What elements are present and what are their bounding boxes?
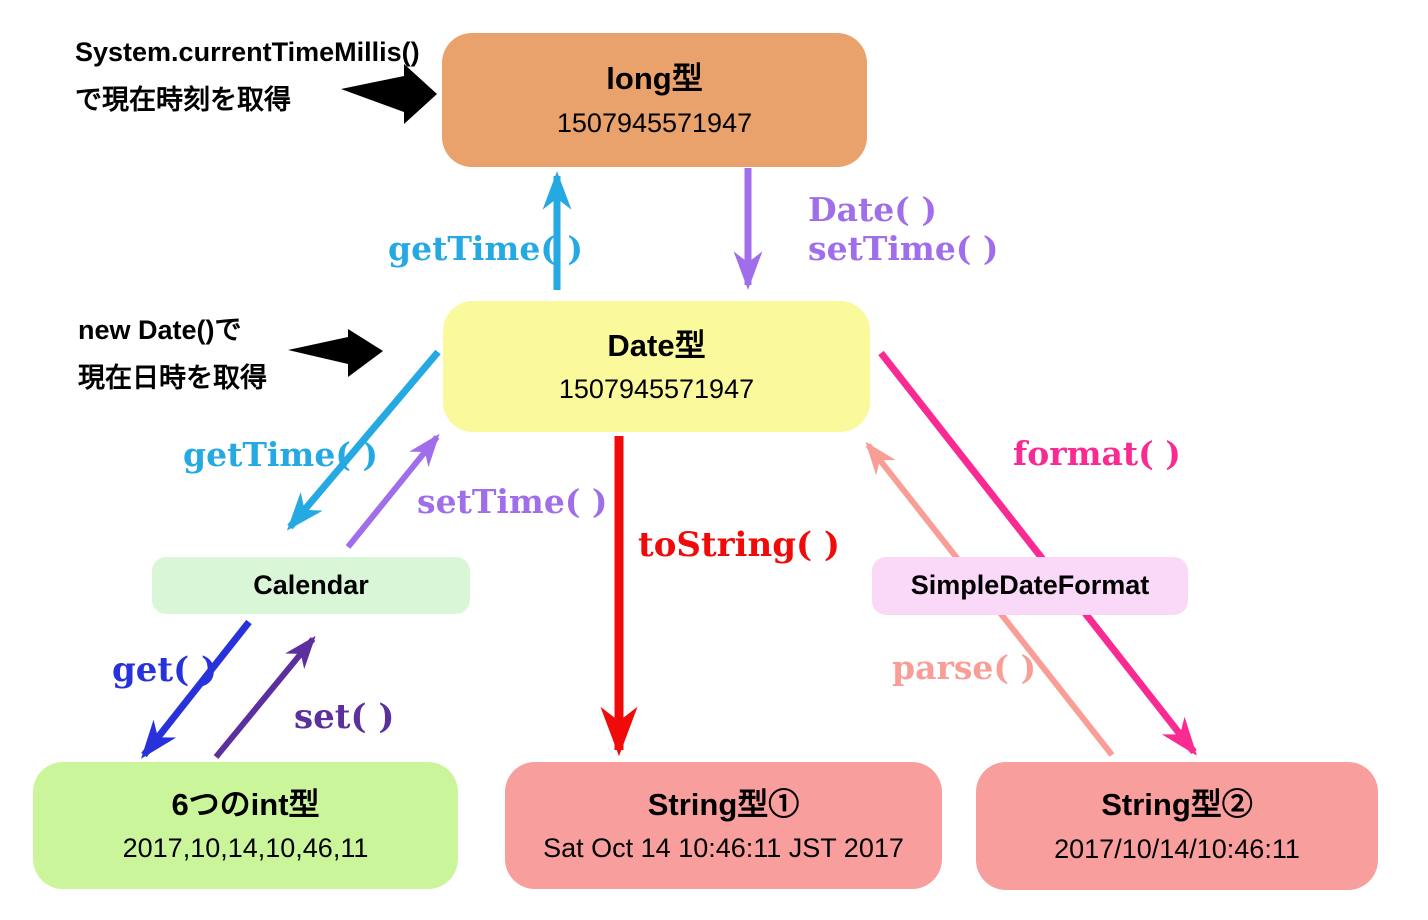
node-simple-date-format: SimpleDateFormat <box>872 557 1188 615</box>
annotation-current-millis: System.currentTimeMillis() で現在時刻を取得 <box>75 28 420 124</box>
label-gettime-calendar: getTime( ) <box>183 435 379 474</box>
pointer-arrow-to-date <box>288 329 383 377</box>
node-value: 1507945571947 <box>556 107 753 138</box>
set-arrow <box>213 635 316 759</box>
label-settime-calendar: setTime( ) <box>417 482 608 521</box>
label-date-constructor: Date( ) <box>808 190 937 229</box>
get-arrow <box>141 619 252 759</box>
annotation-line: System.currentTimeMillis() <box>75 37 420 67</box>
annotation-new-date: new Date()で 現在日時を取得 <box>78 306 267 402</box>
node-value: 1507945571947 <box>558 374 755 405</box>
node-six-int: 6つのint型 2017,10,14,10,46,11 <box>33 762 458 889</box>
label-settime-long: setTime( ) <box>808 229 999 268</box>
node-title: Date型 <box>607 327 706 363</box>
label-gettime-long: getTime( ) <box>388 229 584 268</box>
node-title: SimpleDateFormat <box>910 570 1150 601</box>
annotation-line: で現在時刻を取得 <box>75 85 291 115</box>
node-title: String型② <box>1101 787 1253 823</box>
pointer-arrow-to-long <box>341 64 437 124</box>
node-string1: String型① Sat Oct 14 10:46:11 JST 2017 <box>505 762 942 889</box>
format-arrow <box>878 350 1197 756</box>
node-value: Sat Oct 14 10:46:11 JST 2017 <box>543 833 904 864</box>
label-set: set( ) <box>294 697 395 737</box>
annotation-line: new Date()で <box>78 315 242 345</box>
node-title: long型 <box>606 61 703 97</box>
label-get: get( ) <box>112 650 218 690</box>
annotation-line: 現在日時を取得 <box>78 363 267 393</box>
node-value: 2017/10/14/10:46:11 <box>1054 833 1300 864</box>
node-calendar: Calendar <box>152 557 470 614</box>
node-date-type: Date型 1507945571947 <box>443 301 870 432</box>
node-value: 2017,10,14,10,46,11 <box>122 833 369 864</box>
label-format: format( ) <box>1013 434 1181 473</box>
settime-to-date-arrow <box>345 433 440 549</box>
gettime-to-calendar-arrow <box>286 349 441 531</box>
node-title: Calendar <box>253 569 369 600</box>
label-parse: parse( ) <box>892 648 1037 687</box>
node-long-type: long型 1507945571947 <box>442 33 867 167</box>
label-tostring: toString( ) <box>638 525 840 565</box>
node-title: String型① <box>647 786 800 822</box>
node-title: 6つのint型 <box>171 786 320 822</box>
node-string2: String型② 2017/10/14/10:46:11 <box>976 762 1378 890</box>
